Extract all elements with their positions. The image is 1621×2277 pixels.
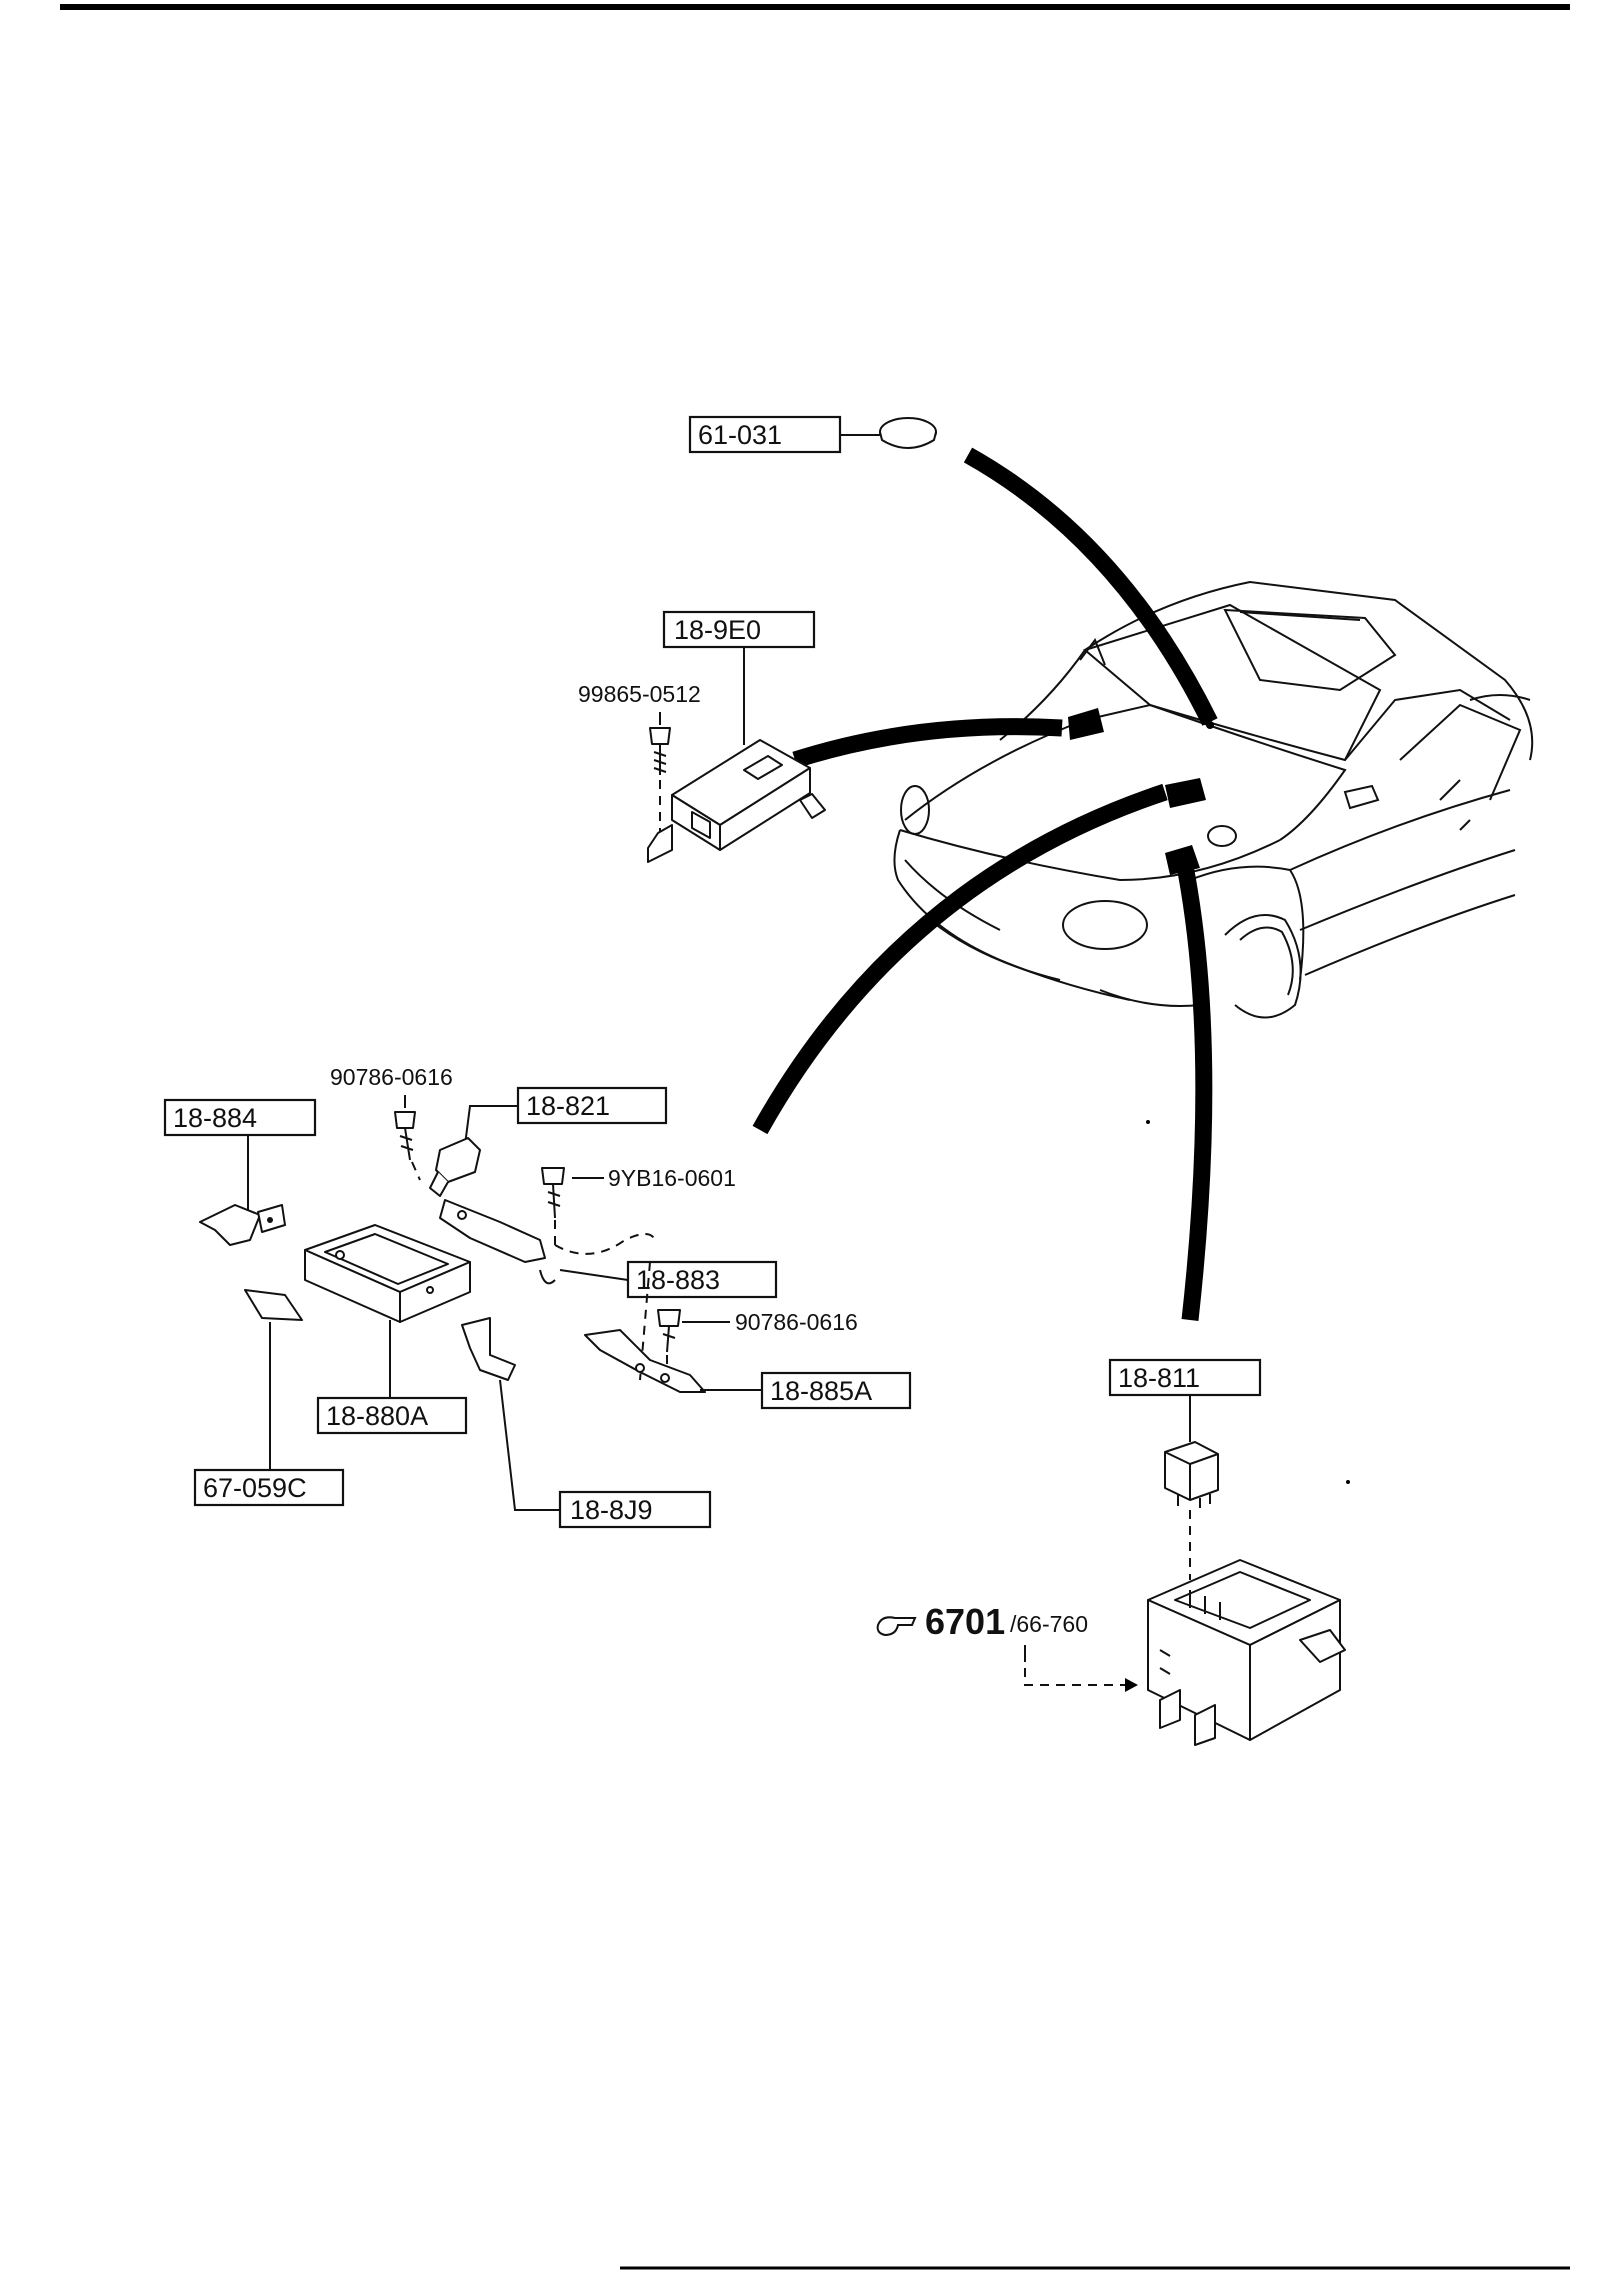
bracket-part (199, 1204, 286, 1246)
plug-cap-part (879, 417, 937, 449)
callout-18-884: 18-884 (173, 1103, 257, 1133)
reference-sub: /66-760 (1010, 1611, 1088, 1637)
callout-18-821: 18-821 (526, 1091, 610, 1121)
car-illustration (893, 580, 1534, 1019)
bolt-part (657, 1309, 681, 1353)
reference-main: 6701 (925, 1601, 1005, 1642)
mounting-bracket-part (584, 1329, 706, 1393)
label-sticker-part (244, 1289, 303, 1321)
screw-part (541, 1167, 565, 1219)
callout-67-059c: 67-059C (203, 1473, 307, 1503)
callout-9yb16-0601: 9YB16-0601 (608, 1165, 736, 1191)
location-marker (1165, 778, 1206, 808)
sensor-part (429, 1137, 481, 1197)
location-marker (1068, 708, 1104, 740)
control-unit-part (304, 1224, 471, 1323)
control-module-part (647, 739, 826, 863)
bolt-part (649, 727, 671, 775)
callout-90786-0616-a: 90786-0616 (330, 1064, 453, 1090)
callout-18-9e0: 18-9E0 (674, 615, 761, 645)
fuse-box-part (1147, 1559, 1346, 1746)
callout-18-880a: 18-880A (326, 1401, 428, 1431)
pointing-hand-icon (876, 1616, 917, 1637)
callout-90786-0616-b: 90786-0616 (735, 1309, 858, 1335)
callout-18-8j9: 18-8J9 (570, 1495, 653, 1525)
bolt-part (394, 1111, 416, 1161)
sensor-bracket-part (439, 1199, 546, 1263)
callout-18-811: 18-811 (1118, 1363, 1200, 1393)
callout-18-885a: 18-885A (770, 1376, 872, 1406)
relay-part (1164, 1441, 1219, 1508)
callout-99865-0512: 99865-0512 (578, 681, 701, 707)
callout-61-031: 61-031 (698, 420, 782, 450)
bracket-part (461, 1317, 516, 1381)
